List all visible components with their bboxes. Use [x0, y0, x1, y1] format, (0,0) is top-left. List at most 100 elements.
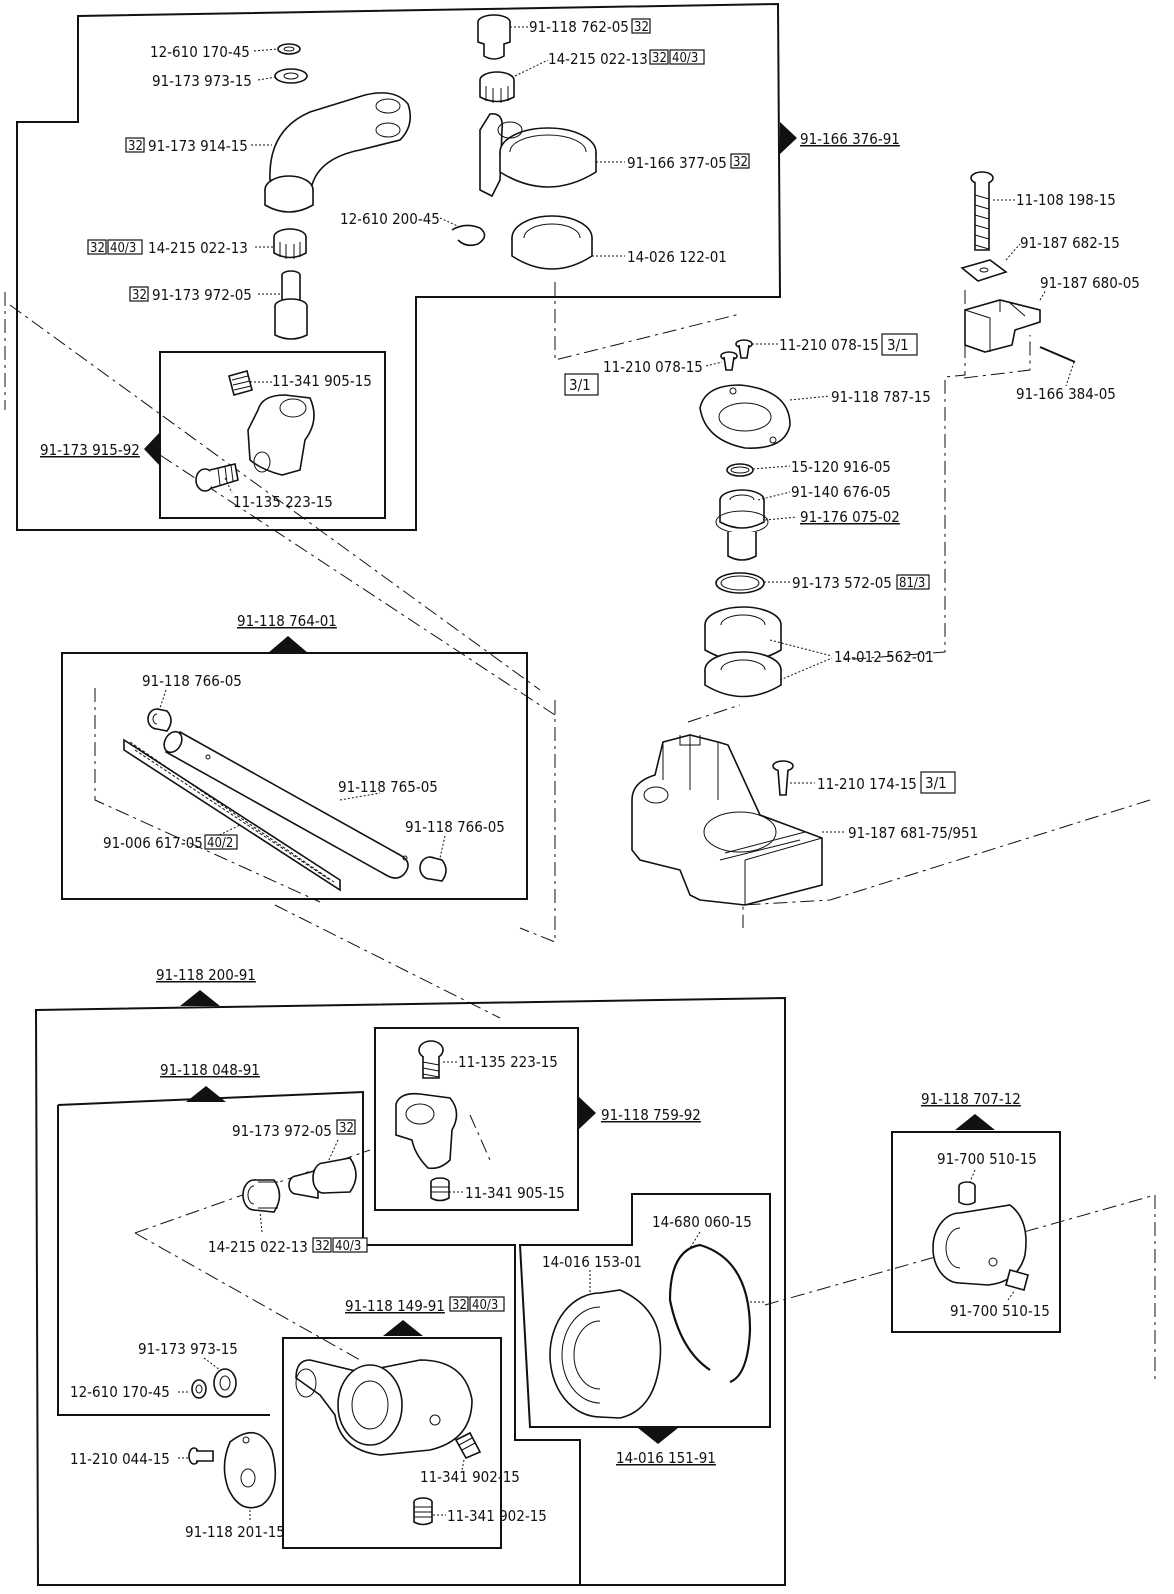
- label-91-187-680-05: 91-187 680-05: [1040, 274, 1140, 292]
- triangle-up-marker: [268, 636, 308, 653]
- ref-91-118-707-12: 91-118 707-12: [921, 1090, 1021, 1108]
- label-12-610-200-45: 12-610 200-45: [340, 210, 440, 228]
- ref-91-118-764-01: 91-118 764-01: [237, 612, 337, 630]
- label-91-187-681-75-951: 91-187 681-75/951: [848, 824, 978, 842]
- wick-91-006-617-05: [123, 738, 341, 892]
- badge-32: 32: [315, 1239, 330, 1254]
- label-91-118-765-05: 91-118 765-05: [338, 778, 438, 796]
- label-91-140-676-05: 91-140 676-05: [791, 483, 891, 501]
- part-labels: 12-610 170-45 91-173 973-15 91-173 914-1…: [70, 18, 1140, 1541]
- bushing-91-140-676-05: [715, 489, 769, 561]
- frame-group-91-118-200-91: [34, 996, 786, 1586]
- label-91-166-377-05: 91-166 377-05: [627, 154, 727, 172]
- label-91-173-972-05: 91-173 972-05: [232, 1122, 332, 1140]
- label-14-026-122-01: 14-026 122-01: [627, 248, 727, 266]
- retaining-ring-12-610-200-45: [451, 224, 486, 247]
- cap-screw-11-135-223-15-top: [195, 463, 239, 492]
- label-12-610-170-45: 12-610 170-45: [150, 43, 250, 61]
- triangle-right-marker: [780, 122, 797, 154]
- badge-32: 32: [128, 139, 143, 154]
- badge-32: 32: [90, 241, 105, 256]
- circlip-12-610-170-45-bottom: [191, 1379, 207, 1399]
- group-references: 91-166 376-91 91-173 915-92 91-176 075-0…: [40, 130, 1021, 1467]
- clamp-block-91-173-915: [247, 394, 315, 476]
- badge-40-3: 40/3: [110, 241, 136, 256]
- label-14-012-562-01: 14-012 562-01: [834, 648, 934, 666]
- label-11-210-078-15: 11-210 078-15: [779, 336, 879, 354]
- label-11-210-044-15: 11-210 044-15: [70, 1450, 170, 1468]
- washer-91-173-973-15: [274, 68, 308, 84]
- frame-group-91-118-149-91: [282, 1337, 502, 1549]
- label-91-006-617-05: 91-006 617-05: [103, 834, 203, 852]
- screw-11-210-044-15: [188, 1447, 214, 1465]
- part-drawings: [123, 14, 1076, 1526]
- badge-40-3: 40/3: [672, 51, 698, 66]
- ref-91-118-149-91: 91-118 149-91: [345, 1297, 445, 1315]
- label-11-135-223-15: 11-135 223-15: [233, 493, 333, 511]
- triangle-up-marker: [180, 990, 220, 1006]
- snap-ring-15-120-916-05: [726, 463, 754, 477]
- label-14-215-022-13: 14-215 022-13: [208, 1238, 308, 1256]
- label-11-341-905-15: 11-341 905-15: [465, 1184, 565, 1202]
- triangle-down-marker: [638, 1428, 678, 1444]
- label-91-187-682-15: 91-187 682-15: [1020, 234, 1120, 252]
- ref-91-118-200-91: 91-118 200-91: [156, 966, 256, 984]
- label-91-173-973-15: 91-173 973-15: [138, 1340, 238, 1358]
- label-91-700-510-15: 91-700 510-15: [950, 1302, 1050, 1320]
- shaft-91-118-765-05: [163, 730, 409, 879]
- set-screw-11-341-902-15-a: [454, 1431, 482, 1460]
- ball-bearing-14-016-153-01: [549, 1289, 662, 1419]
- triangle-up-marker: [186, 1086, 226, 1102]
- label-91-173-972-05: 91-173 972-05: [152, 286, 252, 304]
- cap-91-118-762-05: [477, 14, 511, 60]
- ball-bearing-14-026-122-01: [511, 215, 593, 270]
- label-91-173-914-15: 91-173 914-15: [148, 137, 248, 155]
- triangle-left-marker: [144, 432, 160, 466]
- screw-11-108-198-15: [970, 171, 994, 251]
- o-ring-91-173-572-05: [715, 572, 765, 594]
- collar-91-700-510: [932, 1181, 1029, 1291]
- circlip-12-610-170-45: [277, 43, 301, 55]
- frame-group-91-166-376-91: [16, 2, 782, 531]
- washer-plate-91-187-682-15: [960, 259, 1008, 282]
- clamp-91-187-680-05: [964, 299, 1041, 353]
- label-91-173-572-05: 91-173 572-05: [792, 574, 892, 592]
- badge-32: 32: [733, 155, 748, 170]
- label-91-118-766-05: 91-118 766-05: [142, 672, 242, 690]
- crank-arm-91-173-914-15: [264, 92, 411, 213]
- screw-11-210-078-15-a: [735, 339, 753, 359]
- ref-91-176-075-02: 91-176 075-02: [800, 508, 900, 526]
- diagram-frames: [16, 2, 1061, 1586]
- pin-91-166-384-05: [1039, 346, 1076, 363]
- ref-91-173-915-92: 91-173 915-92: [40, 441, 140, 459]
- pin-91-173-972-05-top: [274, 270, 308, 340]
- bushing-91-118-766-05-right: [419, 856, 447, 882]
- ball-bearing-14-012-562-01: [704, 606, 782, 698]
- label-91-118-762-05: 91-118 762-05: [529, 18, 629, 36]
- label-91-118-201-15: 91-118 201-15: [185, 1523, 285, 1541]
- label-11-341-905-15: 11-341 905-15: [272, 372, 372, 390]
- label-11-341-902-15: 11-341 902-15: [420, 1468, 520, 1486]
- badge-40-2: 40/2: [207, 836, 233, 851]
- frame-group-91-118-048-91: [57, 1090, 581, 1585]
- label-91-118-766-05: 91-118 766-05: [405, 818, 505, 836]
- set-screw-11-341-902-15-b: [413, 1497, 433, 1526]
- label-11-341-902-15: 11-341 902-15: [447, 1507, 547, 1525]
- cap-screw-11-135-223-15-bottom: [418, 1040, 444, 1079]
- label-14-016-153-01: 14-016 153-01: [542, 1253, 642, 1271]
- bracket-91-166-377-05: [479, 113, 597, 198]
- frame-group-91-118-707-12: [891, 1131, 1061, 1333]
- crank-91-118-149: [295, 1359, 473, 1456]
- frame-group-91-118-048-91-left: [57, 1105, 270, 1416]
- badge-32: 32: [634, 20, 649, 35]
- needle-bearing-14-215-022-13-bottom: [242, 1179, 281, 1213]
- label-91-173-973-15: 91-173 973-15: [152, 72, 252, 90]
- label-14-215-022-13: 14-215 022-13: [548, 50, 648, 68]
- badge-40-3: 40/3: [335, 1239, 361, 1254]
- label-14-215-022-13: 14-215 022-13: [148, 239, 248, 257]
- guide-lines: [4, 282, 1156, 1380]
- badge-3-1: 3/1: [887, 336, 909, 354]
- badge-32: 32: [339, 1121, 354, 1136]
- label-91-118-787-15: 91-118 787-15: [831, 388, 931, 406]
